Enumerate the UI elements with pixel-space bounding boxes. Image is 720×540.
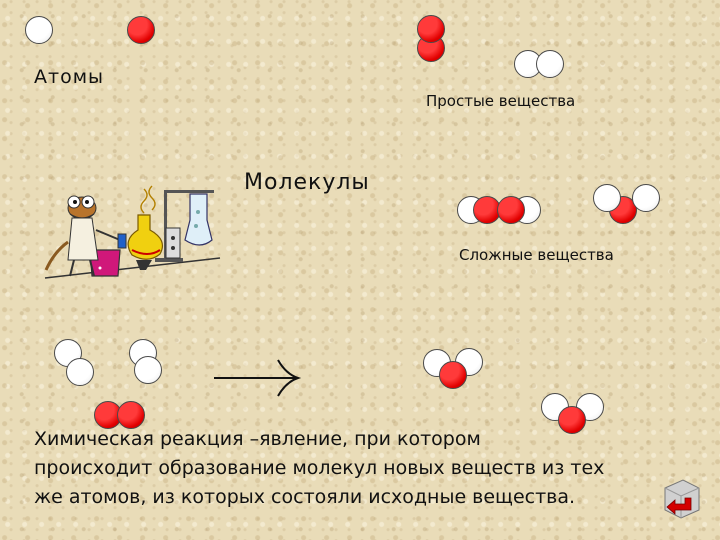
hydrogen-atom bbox=[593, 184, 621, 212]
oxygen-atom bbox=[439, 361, 467, 389]
hydrogen-atom bbox=[66, 358, 94, 386]
hydrogen-atom bbox=[25, 16, 53, 44]
definition-line: же атомов, из которых состояли исходные … bbox=[34, 486, 576, 508]
definition-line: происходит образование молекул новых вещ… bbox=[34, 457, 605, 479]
reaction-definition: Химическая реакция –явление, при котором… bbox=[34, 425, 694, 512]
atoms-label: Атомы bbox=[34, 66, 105, 88]
oxygen-atom bbox=[558, 406, 586, 434]
hydrogen-atom bbox=[632, 184, 660, 212]
definition-line: Химическая реакция –явление, при котором bbox=[34, 428, 481, 450]
molecules-label: Молекулы bbox=[244, 170, 370, 195]
oxygen-atom bbox=[497, 196, 525, 224]
oxygen-atom bbox=[417, 15, 445, 43]
hydrogen-atom bbox=[134, 356, 162, 384]
complex-substances-label: Сложные вещества bbox=[459, 246, 614, 264]
simple-substances-label: Простые вещества bbox=[426, 92, 576, 110]
oxygen-atom bbox=[127, 16, 155, 44]
hydrogen-atom bbox=[536, 50, 564, 78]
return-arrow-icon[interactable] bbox=[661, 478, 701, 520]
right-arrow-icon bbox=[214, 359, 302, 397]
chemist-lab-illustration bbox=[44, 185, 221, 279]
oxygen-atom bbox=[117, 401, 145, 429]
